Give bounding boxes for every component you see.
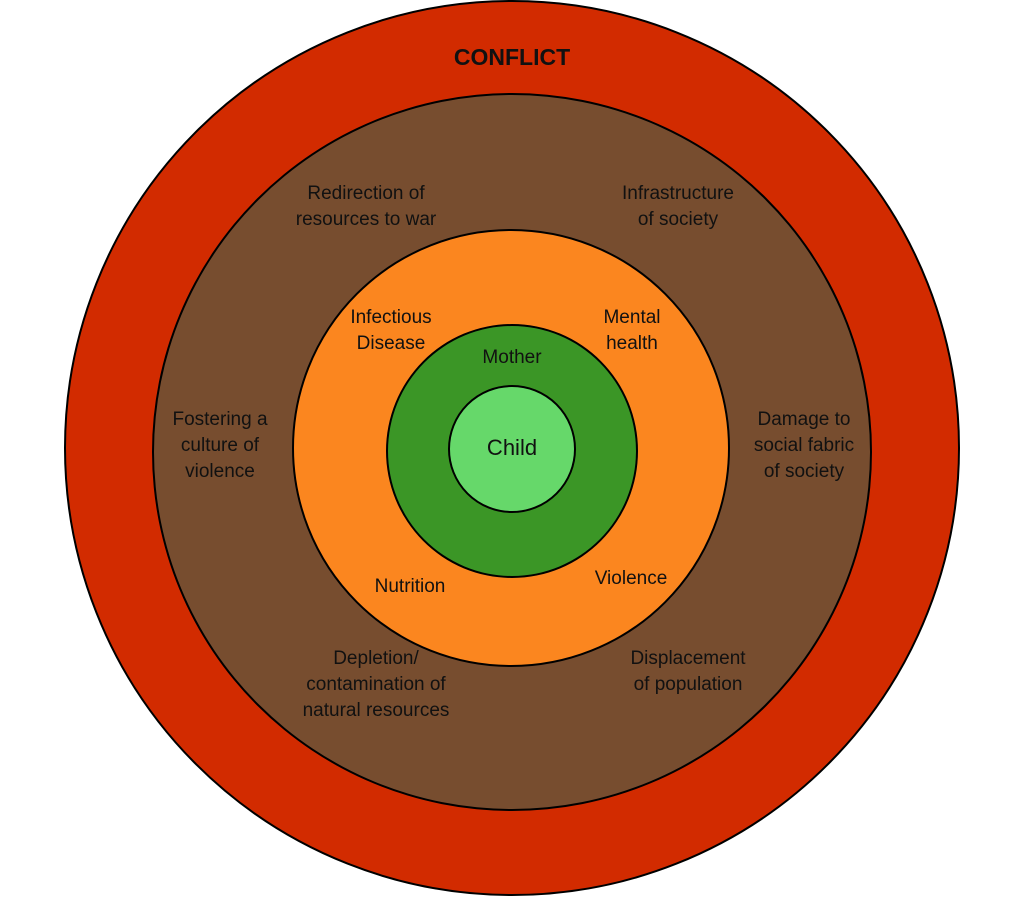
label-infrastructure-of-society: Infrastructure of society (622, 183, 734, 230)
label-fostering-culture-of-violence: Fostering a culture of violence (172, 409, 268, 482)
conflict-title: CONFLICT (453, 44, 571, 70)
label-displacement-of-population: Displacement of population (630, 648, 746, 695)
label-mental-health: Mental health (603, 307, 661, 354)
child-circle (448, 385, 576, 513)
label-damage-to-social-fabric: Damage to social fabric of society (753, 409, 855, 482)
label-nutrition: Nutrition (374, 576, 446, 597)
label-redirection-of-resources: Redirection of resources to war (295, 183, 437, 230)
label-child: Child (486, 435, 538, 460)
label-depletion-of-natural-resources: Depletion/ contamination of natural reso… (302, 648, 450, 721)
label-mother: Mother (482, 347, 542, 368)
label-violence: Violence (594, 568, 668, 589)
label-infectious-disease: Infectious Disease (350, 307, 432, 354)
